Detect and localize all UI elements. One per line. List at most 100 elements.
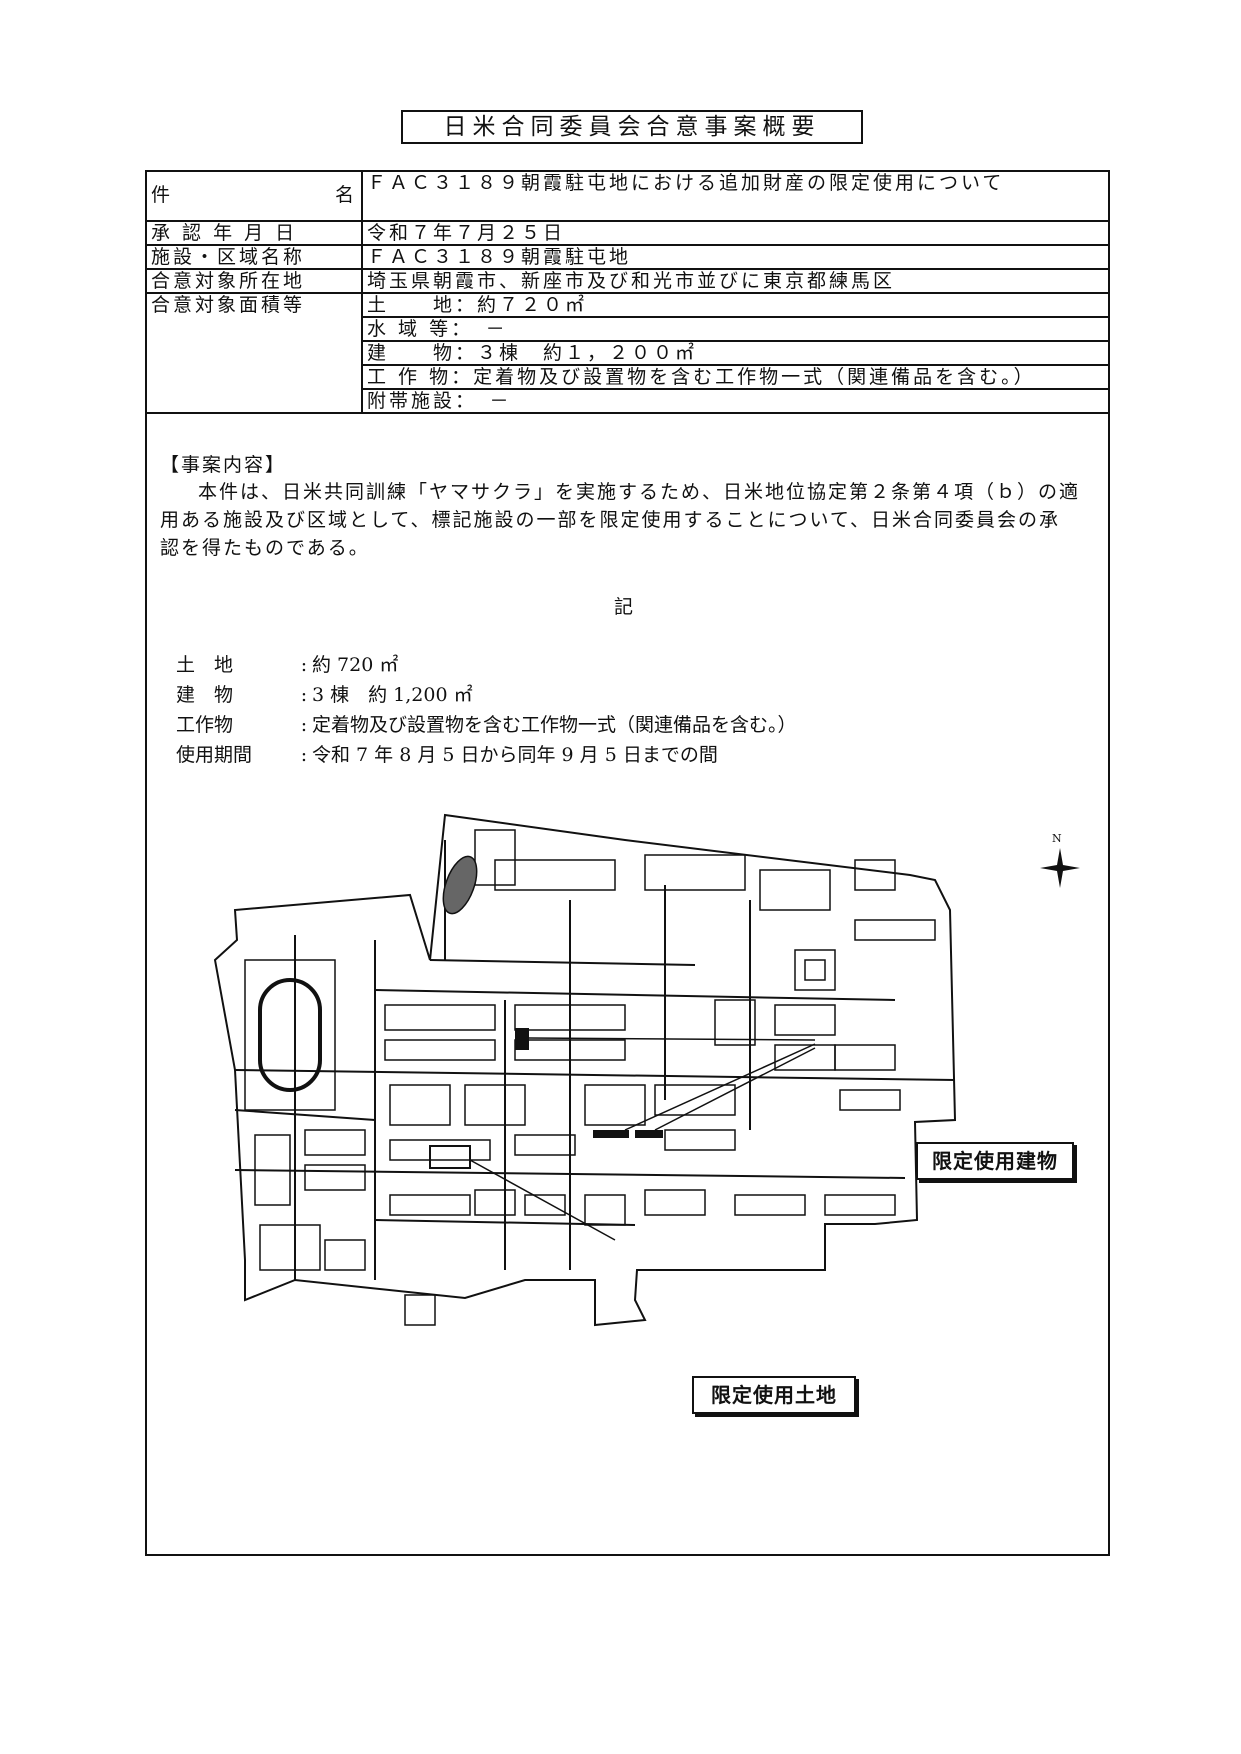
map-road <box>234 1069 956 1081</box>
row-label: 合意対象所在地 <box>145 268 363 294</box>
north-label: N <box>1052 832 1062 845</box>
map-road <box>374 1219 636 1226</box>
map-road <box>234 1109 376 1121</box>
row-value: ＦＡＣ３１８９朝霞駐屯地 <box>361 244 1110 270</box>
colon: : <box>300 714 308 736</box>
map-building <box>804 959 826 981</box>
map-building <box>464 1084 526 1126</box>
map-building <box>854 919 936 941</box>
site-map <box>213 813 957 1327</box>
table-row: 工 作 物：定着物及び設置物を含む工作物一式（関連備品を含む。） <box>146 364 1110 390</box>
map-building <box>254 1134 291 1206</box>
map-building <box>304 1129 366 1156</box>
map-building <box>584 1194 626 1226</box>
area-item: 土 地：約７２０㎡ <box>361 292 1110 318</box>
detail-label: 工作物 <box>176 714 234 736</box>
row-label: 件 名 <box>145 170 363 222</box>
map-building <box>389 1194 471 1216</box>
map-building <box>494 859 616 891</box>
map-building <box>664 1129 736 1151</box>
table-row: 附帯施設： － <box>146 388 1110 414</box>
area-item: 水 域 等： － <box>361 316 1110 342</box>
table-row: 建 物：３棟 約１，２００㎡ <box>146 340 1110 366</box>
track-field <box>244 959 336 1111</box>
detail-list: 土 地 : 約 720 ㎡ 建 物 : 3 棟 約 1,200 ㎡ 工作物 : … <box>176 650 797 770</box>
detail-row: 土 地 : 約 720 ㎡ <box>176 650 797 680</box>
hatched-feature <box>442 855 478 915</box>
detail-value: 約 720 ㎡ <box>312 654 399 676</box>
table-row: 承 認 年 月 日 令和７年７月２５日 <box>145 220 1110 246</box>
detail-row: 工作物 : 定着物及び設置物を含む工作物一式（関連備品を含む。） <box>176 710 797 740</box>
running-track <box>258 978 322 1092</box>
content-paragraph: 本件は、日米共同訓練「ヤマサクラ」を実施するため、日米地位協定第２条第４項（ｂ）… <box>160 481 1081 559</box>
leader-line <box>654 1047 816 1131</box>
map-building <box>734 1194 806 1216</box>
compass-icon <box>1040 848 1080 888</box>
document-title: 日米合同委員会合意事案概要 <box>401 110 863 144</box>
detail-value: 定着物及び設置物を含む工作物一式（関連備品を含む。） <box>312 714 797 736</box>
detail-label: 使用期間 <box>176 744 253 766</box>
map-building <box>644 854 746 891</box>
map-building <box>404 1294 436 1326</box>
map-building <box>839 1089 901 1111</box>
map-boundary <box>213 813 957 1327</box>
map-building <box>524 1194 566 1216</box>
table-row: 施設・区域名称 ＦＡＣ３１８９朝霞駐屯地 <box>145 244 1110 270</box>
leader-line <box>528 1037 816 1041</box>
map-building <box>774 1004 836 1036</box>
map-building <box>834 1044 896 1071</box>
area-label: 合意対象面積等 <box>145 292 363 414</box>
colon: : <box>300 654 308 676</box>
map-building <box>474 1189 516 1216</box>
map-building <box>514 1134 576 1156</box>
callout-restricted-buildings: 限定使用建物 <box>916 1142 1074 1180</box>
map-building <box>384 1039 496 1061</box>
row-label: 施設・区域名称 <box>145 244 363 270</box>
detail-label: 土 地 <box>176 654 234 676</box>
map-building <box>824 1194 896 1216</box>
leader-line <box>624 1043 816 1131</box>
row-value: ＦＡＣ３１８９朝霞駐屯地における追加財産の限定使用について <box>361 170 1110 222</box>
content-heading: 【事案内容】 <box>160 454 287 476</box>
map-building <box>584 1084 646 1126</box>
map-road <box>429 959 696 966</box>
detail-value: 3 棟 約 1,200 ㎡ <box>312 684 473 706</box>
table-row: 合意対象面積等 土 地：約７２０㎡ <box>145 292 1110 414</box>
map-building <box>794 949 836 991</box>
area-item: 附帯施設： － <box>361 388 1110 414</box>
map-building <box>714 999 756 1046</box>
colon: : <box>300 684 308 706</box>
map-building <box>304 1164 366 1191</box>
callout-restricted-land: 限定使用土地 <box>692 1376 856 1414</box>
map-building <box>259 1224 321 1271</box>
restricted-land <box>429 1145 471 1169</box>
area-item: 工 作 物：定着物及び設置物を含む工作物一式（関連備品を含む。） <box>361 364 1110 390</box>
table-row: 件 名 ＦＡＣ３１８９朝霞駐屯地における追加財産の限定使用について <box>145 170 1110 222</box>
detail-row: 使用期間 : 令和 7 年 8 月 5 日から同年 9 月 5 日までの間 <box>176 740 797 770</box>
restricted-buildings <box>515 1028 663 1138</box>
area-item: 建 物：３棟 約１，２００㎡ <box>361 340 1110 366</box>
content-section: 【事案内容】 本件は、日米共同訓練「ヤマサクラ」を実施するため、日米地位協定第２… <box>160 452 1100 581</box>
map-building <box>389 1084 451 1126</box>
detail-row: 建 物 : 3 棟 約 1,200 ㎡ <box>176 680 797 710</box>
ki-heading: 記 <box>614 596 634 618</box>
row-label: 承 認 年 月 日 <box>145 220 363 246</box>
map-building <box>324 1239 366 1271</box>
map-building <box>514 1004 626 1031</box>
table-row: 合意対象所在地 埼玉県朝霞市、新座市及び和光市並びに東京都練馬区 <box>145 268 1110 294</box>
summary-table: 件 名 ＦＡＣ３１８９朝霞駐屯地における追加財産の限定使用について 承 認 年 … <box>145 170 1110 414</box>
colon: : <box>300 744 308 766</box>
detail-label: 建 物 <box>176 684 234 706</box>
map-building <box>389 1139 491 1161</box>
map-building <box>654 1084 736 1116</box>
map-building <box>759 869 831 911</box>
row-value: 令和７年７月２５日 <box>361 220 1110 246</box>
map-road <box>374 989 896 1001</box>
detail-value: 令和 7 年 8 月 5 日から同年 9 月 5 日までの間 <box>312 744 718 766</box>
row-value: 埼玉県朝霞市、新座市及び和光市並びに東京都練馬区 <box>361 268 1110 294</box>
map-building <box>854 859 896 891</box>
table-row: 水 域 等： － <box>146 316 1110 342</box>
map-building <box>384 1004 496 1031</box>
map-building <box>644 1189 706 1216</box>
leader-line <box>469 1159 616 1241</box>
